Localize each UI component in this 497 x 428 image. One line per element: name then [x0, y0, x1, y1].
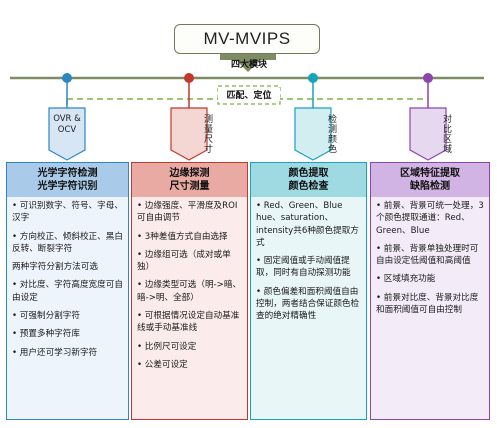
match-locate-label: 匹配、定位 — [218, 88, 280, 101]
list-item: • 方向校正、倾斜校正、黑白反转、断裂字符 — [12, 231, 123, 254]
list-item: • Red、Green、Blue hue、saturation、intensit… — [256, 201, 359, 248]
module-card-region-title-1: 区域特征提取 — [400, 168, 460, 179]
module-tag-color: 检测颜色 — [326, 114, 336, 154]
module-card-color-title-1: 颜色提取 — [288, 168, 329, 179]
module-card-region-header: 区域特征提取 缺陷检测 — [371, 163, 489, 197]
list-item: • 边缘强度、平滑度及ROI可自由调节 — [137, 201, 238, 224]
list-item: • 边缘类型可选（明->暗、暗->明、全部） — [137, 280, 242, 303]
list-item: • 前景对比度、背景对比度和面积阈值可自由控制 — [376, 292, 479, 316]
node-dot-red — [184, 73, 194, 83]
list-item: • 可根据情况设定自动基准线或手动基准线 — [137, 311, 240, 334]
list-item: • 比例尺可设定 — [137, 341, 197, 352]
list-item: • 前景、背景单独处理时可自由设定低阈值和高阈值 — [376, 243, 479, 267]
list-item: • 对比度、字符高度宽度可自由设定 — [12, 280, 123, 303]
list-item: 两种字符分割方法可选 — [12, 262, 98, 273]
module-card-ocr-header: 光学字符检测 光学字符识别 — [7, 163, 128, 197]
module-card-color: 颜色提取 颜色检查 • Red、Green、Blue hue、saturatio… — [250, 162, 367, 420]
list-item: • 区域填充功能 — [376, 274, 436, 285]
module-tag-ocr-text: OVR & OCV — [53, 114, 81, 135]
list-item: • 公差可设定 — [137, 359, 188, 370]
node-dot-blue — [62, 73, 72, 83]
list-item: • 边缘组可选（成对或单独） — [137, 249, 231, 273]
module-card-measure-title-1: 边缘探测 — [169, 168, 210, 179]
module-card-region-title-2: 缺陷检测 — [410, 181, 450, 192]
tag-shape-teal — [294, 107, 332, 161]
module-card-ocr-body: • 可识别数字、符号、字母、汉字 • 方向校正、倾斜校正、黑白反转、断裂字符 两… — [7, 197, 128, 359]
module-card-measure-body: • 边缘强度、平滑度及ROI可自由调节 • 3种差值方式自由选择 • 边缘组可选… — [132, 197, 247, 371]
module-card-ocr-title-1: 光学字符检测 — [37, 168, 98, 179]
module-tag-ocr: OVR & OCV — [49, 110, 85, 136]
diagram-subtitle: 四大模块 — [230, 60, 267, 70]
module-card-ocr: 光学字符检测 光学字符识别 • 可识别数字、符号、字母、汉字 • 方向校正、倾斜… — [6, 162, 129, 420]
module-card-ocr-title-2: 光学字符识别 — [37, 181, 98, 192]
module-card-region: 区域特征提取 缺陷检测 • 前景、背景可统一处理，3个颜色提取通道：Red、Gr… — [370, 162, 490, 420]
title-arrow — [220, 54, 276, 72]
module-tag-measure: 测量尺寸 — [202, 114, 212, 154]
module-card-measure-header: 边缘探测 尺寸测量 — [132, 163, 247, 197]
tag-shape-purple — [409, 107, 447, 161]
module-tag-region: 对比区域 — [441, 114, 451, 154]
node-dot-purple — [423, 73, 433, 83]
list-item: • 固定阈值或手动阈值提取，同时有自动探测功能 — [256, 256, 351, 279]
node-dot-teal — [308, 73, 318, 83]
list-item: • 前景、背景可统一处理，3个颜色提取通道：Red、Green、Blue — [376, 201, 484, 236]
module-card-measure-title-2: 尺寸测量 — [169, 181, 210, 192]
module-card-region-body: • 前景、背景可统一处理，3个颜色提取通道：Red、Green、Blue • 前… — [371, 197, 489, 316]
module-card-color-header: 颜色提取 颜色检查 — [251, 163, 366, 197]
list-item: • 3种差值方式自由选择 — [137, 231, 228, 242]
tag-shape-red — [170, 107, 208, 161]
list-item: • 颜色偏差和面积阈值自由控制，两者结合保证颜色检查的绝对精确性 — [256, 286, 360, 322]
list-item: • 预置多种字符库 — [12, 329, 80, 340]
module-card-color-body: • Red、Green、Blue hue、saturation、intensit… — [251, 197, 366, 323]
list-item: • 可识别数字、符号、字母、汉字 — [12, 201, 123, 224]
list-item: • 可强制分割字符 — [12, 311, 80, 322]
diagram-title: MV-MVIPS — [174, 24, 320, 54]
list-item: • 用户还可学习新字符 — [12, 347, 98, 358]
tag-shape-blue — [48, 107, 86, 161]
module-card-color-title-2: 颜色检查 — [288, 181, 329, 192]
module-card-measure: 边缘探测 尺寸测量 • 边缘强度、平滑度及ROI可自由调节 • 3种差值方式自由… — [131, 162, 248, 420]
